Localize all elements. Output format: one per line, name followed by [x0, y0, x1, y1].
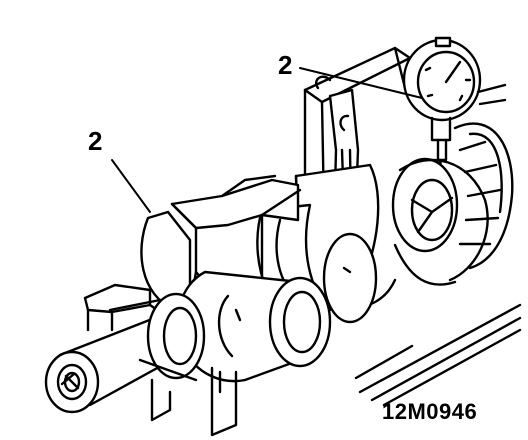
dial-gauge-callout: 2 [278, 50, 293, 80]
figure-reference-id: 12M0946 [382, 399, 478, 424]
crankshaft-callout: 2 [88, 126, 103, 156]
lower-supports [150, 366, 238, 437]
main-journal [176, 270, 332, 383]
dial-gauge [402, 36, 507, 177]
base-plate-lines [354, 303, 522, 407]
rear-flange [453, 122, 514, 270]
rear-journal [391, 157, 489, 286]
front-snout [44, 292, 206, 414]
leader-lines [111, 67, 423, 213]
